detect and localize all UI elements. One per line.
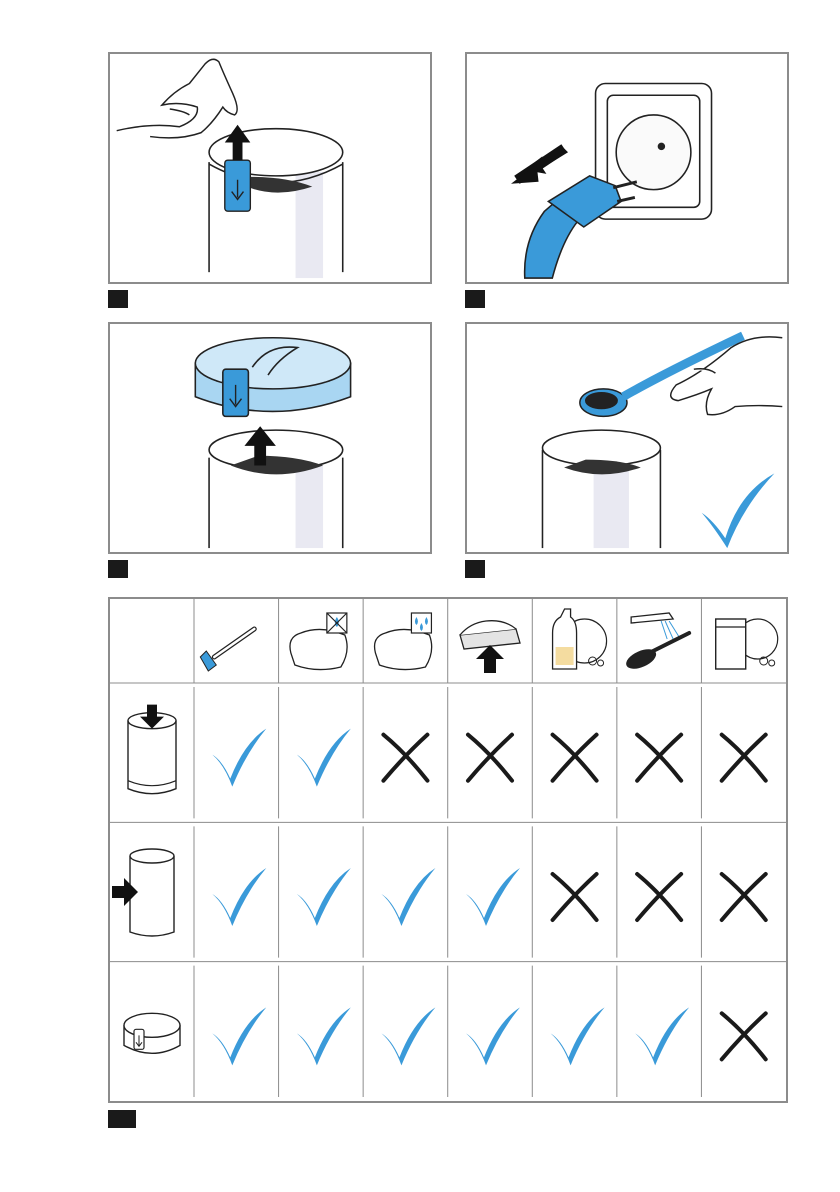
illustration-unplug bbox=[467, 54, 787, 282]
cross-icon bbox=[383, 735, 427, 781]
check-icon bbox=[297, 868, 351, 926]
running-water-brush-icon bbox=[623, 613, 689, 673]
sponge-icon bbox=[460, 621, 520, 673]
panel-remove-lid bbox=[108, 322, 432, 554]
step-marker-1 bbox=[108, 290, 128, 308]
check-icon bbox=[212, 868, 266, 926]
cross-icon bbox=[637, 874, 681, 920]
brush-icon bbox=[200, 629, 254, 671]
check-icon bbox=[297, 1007, 351, 1065]
check-icon bbox=[551, 1007, 605, 1065]
check-icon bbox=[466, 1007, 520, 1065]
lid-icon bbox=[195, 338, 350, 417]
damp-cloth-icon bbox=[375, 613, 432, 670]
step-marker-4 bbox=[465, 560, 485, 578]
panel-unplug bbox=[465, 52, 789, 284]
step-marker-5 bbox=[108, 1110, 136, 1128]
check-icon bbox=[212, 1007, 266, 1065]
check-icon bbox=[381, 1007, 435, 1065]
illustration-spoon bbox=[467, 324, 787, 552]
check-icon bbox=[212, 729, 266, 787]
dishwasher-icon bbox=[716, 619, 778, 669]
check-icon bbox=[635, 1007, 689, 1065]
illustration-remove-lid bbox=[110, 324, 430, 552]
cross-icon bbox=[553, 874, 597, 920]
check-icon bbox=[297, 729, 351, 787]
pull-arrow-icon bbox=[511, 148, 568, 183]
housing-icon bbox=[112, 849, 174, 936]
cross-icon bbox=[722, 735, 766, 781]
motor-base-icon bbox=[128, 705, 176, 794]
cross-icon bbox=[553, 735, 597, 781]
panel-press-release-lid bbox=[108, 52, 432, 284]
cross-icon bbox=[468, 735, 512, 781]
grinder-bowl-icon bbox=[209, 430, 343, 548]
lid-release-button-icon bbox=[225, 160, 251, 211]
cleaning-table-grid bbox=[110, 599, 786, 1101]
cross-icon bbox=[722, 874, 766, 920]
grinder-bowl-icon bbox=[542, 430, 660, 548]
lid-icon bbox=[124, 1013, 180, 1053]
finger-icon bbox=[117, 59, 237, 138]
check-icon bbox=[381, 868, 435, 926]
dry-cloth-icon bbox=[290, 613, 347, 670]
illustration-press-release bbox=[110, 54, 430, 282]
cleaning-table bbox=[108, 597, 788, 1103]
check-icon bbox=[466, 868, 520, 926]
dish-soap-icon bbox=[553, 609, 607, 669]
cross-icon bbox=[722, 1013, 766, 1059]
step-marker-2 bbox=[465, 290, 485, 308]
panel-remove-ground-coffee bbox=[465, 322, 789, 554]
cross-icon bbox=[637, 735, 681, 781]
step-marker-3 bbox=[108, 560, 128, 578]
check-icon bbox=[702, 473, 775, 548]
